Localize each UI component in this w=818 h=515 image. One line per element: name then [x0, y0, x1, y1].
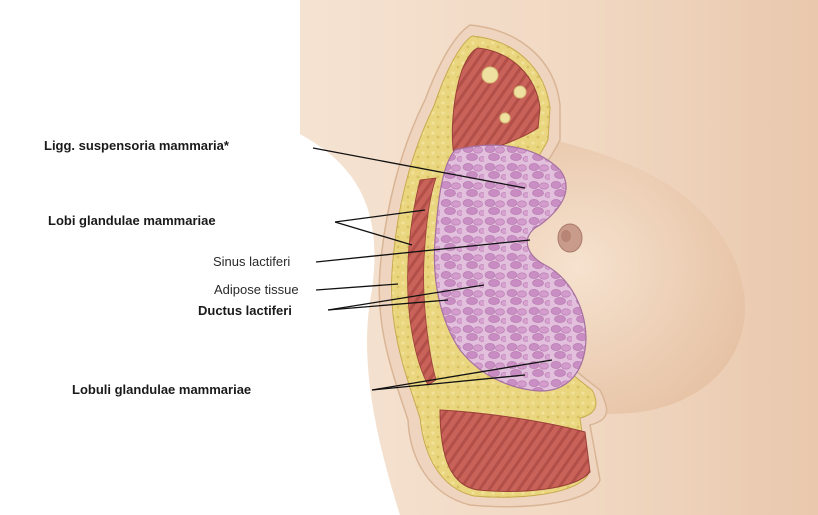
label-lobi-glandulae: Lobi glandulae mammariae: [48, 214, 216, 227]
label-sinus-lactiferi: Sinus lactiferi: [213, 255, 290, 268]
label-ductus-lactiferi: Ductus lactiferi: [198, 304, 292, 317]
label-adipose-tissue: Adipose tissue: [214, 283, 299, 296]
label-lobuli-glandulae: Lobuli glandulae mammariae: [72, 383, 251, 396]
label-ligg-suspensoria: Ligg. suspensoria mammaria*: [44, 139, 229, 152]
